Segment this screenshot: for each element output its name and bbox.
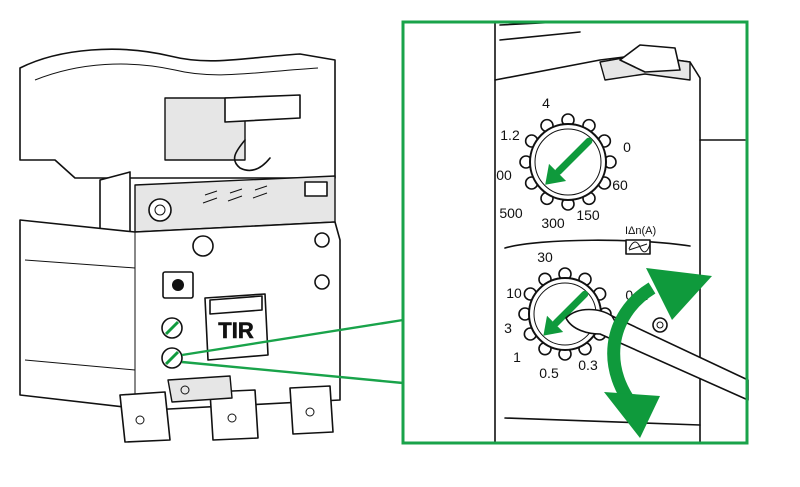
dial-arrow-icon xyxy=(555,137,593,175)
breaker-body xyxy=(19,219,341,411)
lower-dial-label-1: 1 xyxy=(513,349,521,365)
callout-frame xyxy=(401,20,749,445)
sensitivity-unit-label: IΔn(A) xyxy=(625,225,656,237)
callout-line-bottom xyxy=(181,360,404,385)
callout-line-top xyxy=(181,318,404,357)
trip-unit-label: TIR xyxy=(218,318,254,343)
lower-dial[interactable]: 30 10 0.0: 3 1 0.5 0.3 xyxy=(504,249,649,381)
mini-sensitivity-dial[interactable] xyxy=(161,347,183,369)
trip-unit-module: TIR xyxy=(204,293,269,361)
lower-dial-label-0.3: 0.3 xyxy=(578,357,598,373)
lower-dial-label-3: 3 xyxy=(504,320,512,336)
upper-dial-label-500: 500 xyxy=(499,205,523,221)
lower-dial-label-0.5: 0.5 xyxy=(539,365,559,381)
upper-dial-label-0: 0 xyxy=(623,139,631,155)
upper-dial-label-60: 60 xyxy=(612,177,628,193)
upper-dial-label-300: 300 xyxy=(541,215,565,231)
circuit-breaker: TIR xyxy=(19,48,341,443)
dial-arrow-icon-head xyxy=(543,315,564,336)
upper-dial-label-00: 00 xyxy=(496,167,512,183)
upper-dial-label-4: 4 xyxy=(542,95,550,111)
upper-dial[interactable]: 4 1.2 0 00 60 500 300 150 xyxy=(496,95,631,231)
rotate-arrow-icon xyxy=(604,268,712,438)
sine-wave-icon xyxy=(625,239,651,255)
zoom-callout: 4 1.2 0 00 60 500 300 150 IΔn(A) 30 10 0… xyxy=(403,21,749,444)
lower-dial-label-30: 30 xyxy=(537,249,553,265)
hanging-tag xyxy=(167,375,233,403)
dial-arrow-icon-head xyxy=(545,163,567,185)
lower-dial-label-10: 10 xyxy=(506,285,522,301)
mini-time-dial[interactable] xyxy=(161,317,183,339)
upper-dial-label-150: 150 xyxy=(576,207,600,223)
dial-arrow-icon xyxy=(552,290,589,327)
upper-dial-label-1.2: 1.2 xyxy=(500,127,520,143)
